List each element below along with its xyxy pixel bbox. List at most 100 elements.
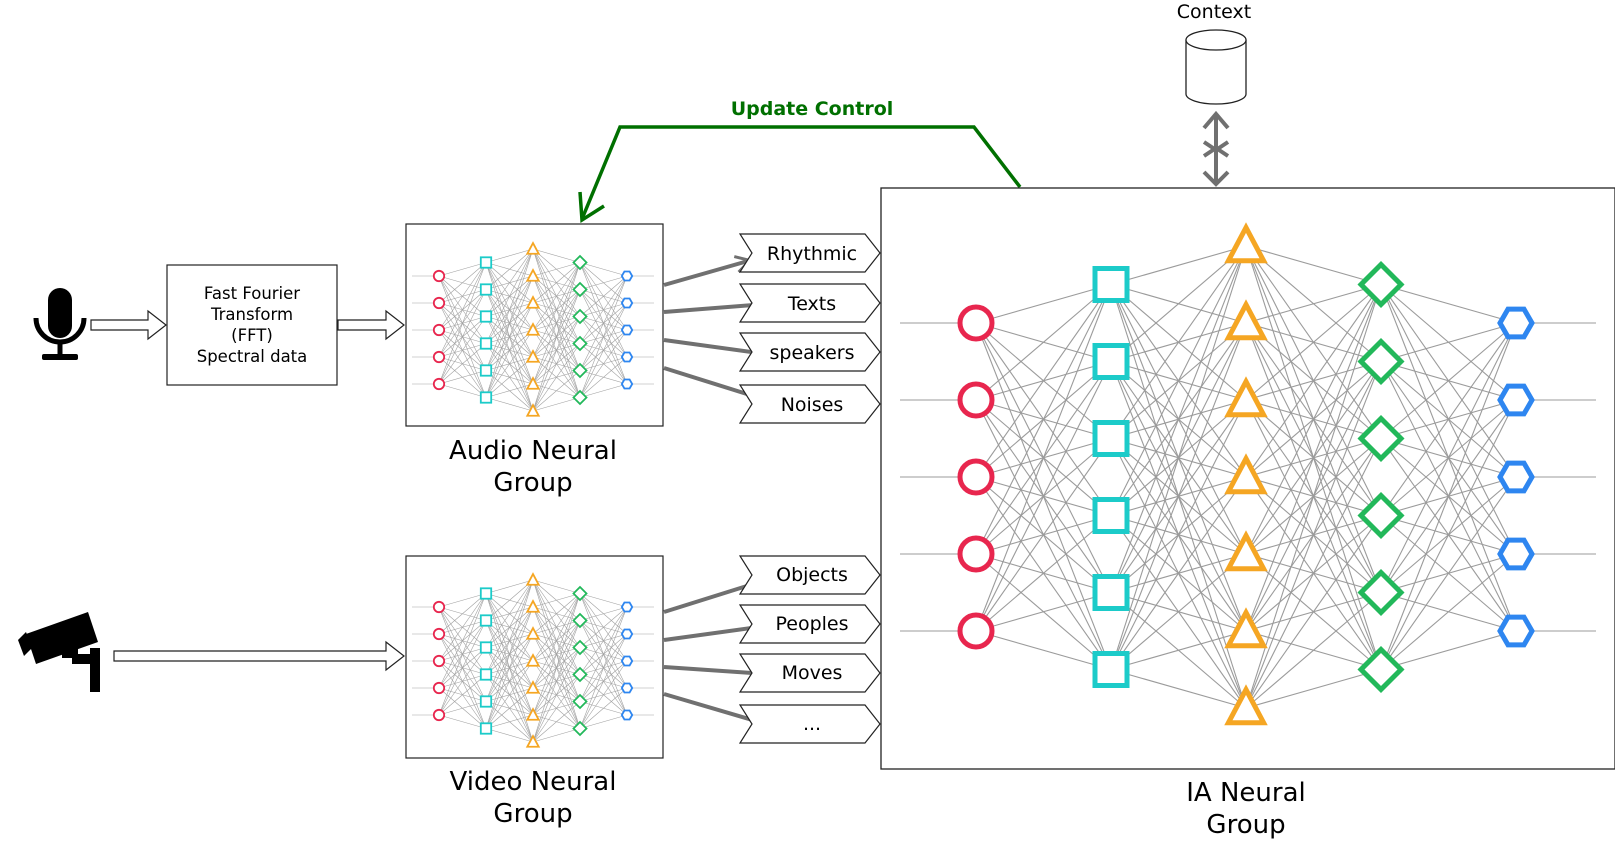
connection — [438, 262, 487, 358]
connection — [1110, 476, 1247, 670]
connection — [485, 248, 534, 290]
context-label: Context — [1177, 1, 1251, 23]
hexagon-node — [1497, 383, 1535, 417]
connection — [1110, 245, 1247, 286]
hexagon-node — [620, 378, 634, 390]
output-tag-label: Texts — [787, 293, 836, 315]
connection — [1110, 245, 1247, 670]
connection — [485, 329, 534, 398]
fft-line-3: (FFT) — [231, 326, 273, 345]
square-node — [479, 364, 493, 377]
connection — [532, 262, 581, 358]
audio-group-title-1: Audio Neural — [449, 436, 617, 466]
fft-box: Fast Fourier Transform (FFT) Spectral da… — [166, 264, 338, 386]
diamond-node — [1357, 645, 1405, 694]
fft-line-2: Transform — [210, 305, 293, 324]
hexagon-node — [620, 324, 634, 336]
circle-node — [957, 612, 995, 650]
hexagon-node — [1497, 460, 1535, 494]
connection — [438, 674, 487, 716]
connection — [579, 606, 628, 621]
output-tag-rhythmic: Rhythmic — [738, 233, 881, 273]
connection — [438, 620, 487, 716]
network-connections — [412, 248, 654, 412]
network-connections — [900, 245, 1596, 709]
hexagon-node — [620, 628, 634, 640]
hexagon-node — [1497, 537, 1535, 571]
connection — [579, 275, 628, 371]
connection — [532, 593, 581, 662]
connection — [438, 289, 487, 385]
connection — [975, 284, 1112, 401]
connection — [579, 275, 628, 344]
output-tag-label: Noises — [781, 394, 844, 416]
triangle-node — [525, 572, 541, 586]
connection — [975, 438, 1112, 632]
ia-neural-network — [900, 222, 1596, 726]
connection — [438, 593, 487, 716]
triangle-node — [1224, 530, 1268, 572]
video-output-tags: Objects Peoples Moves ... — [738, 555, 881, 744]
diamond-node — [572, 693, 588, 710]
connection — [485, 579, 534, 648]
square-node — [1092, 343, 1130, 380]
audio-output-arrows — [663, 255, 772, 406]
connection — [485, 579, 534, 729]
circle-node — [957, 458, 995, 496]
output-tag-label: speakers — [769, 342, 854, 364]
connection — [975, 284, 1112, 555]
connection — [532, 674, 581, 743]
connection — [579, 606, 628, 729]
connection — [1245, 515, 1382, 709]
triangle-node — [525, 322, 541, 336]
connection — [532, 289, 581, 412]
connection — [579, 714, 628, 729]
connection — [532, 620, 581, 743]
connection — [532, 262, 581, 277]
square-node — [479, 587, 493, 600]
connection — [485, 383, 534, 398]
connection — [579, 606, 628, 675]
connection — [1245, 284, 1382, 401]
connection — [485, 248, 534, 371]
connection — [579, 275, 628, 317]
connection — [438, 593, 487, 635]
connection — [1245, 284, 1382, 555]
connection — [579, 606, 628, 702]
connection — [975, 284, 1112, 632]
connection — [1380, 322, 1517, 516]
diamond-node — [572, 389, 588, 406]
security-camera-icon — [18, 612, 100, 692]
connection — [1110, 399, 1247, 670]
update-control-arrow — [580, 125, 1022, 220]
diamond-node — [1357, 568, 1405, 617]
connection — [438, 262, 487, 385]
hexagon-node — [620, 351, 634, 363]
connection — [438, 343, 487, 385]
connection — [532, 370, 581, 412]
connection — [485, 275, 534, 398]
connection — [485, 579, 534, 702]
circle-node — [957, 535, 995, 573]
output-tag-peoples: Peoples — [738, 604, 881, 644]
connection — [532, 593, 581, 743]
connection — [579, 593, 628, 608]
fft-line-1: Fast Fourier — [204, 284, 300, 303]
triangle-node — [1224, 222, 1268, 264]
diamond-node — [572, 308, 588, 325]
output-tag-label: Moves — [782, 662, 843, 684]
audio-output-tags: Rhythmic Texts speakers Noises — [738, 233, 881, 424]
connection — [1245, 361, 1382, 709]
output-tag-speakers: speakers — [738, 332, 881, 372]
connection — [1245, 284, 1382, 632]
square-node — [479, 668, 493, 681]
circle-node — [432, 269, 446, 283]
connection — [532, 593, 581, 689]
hexagon-node — [620, 270, 634, 282]
output-tag-noises: Noises — [738, 384, 881, 424]
hexagon-node — [620, 655, 634, 667]
connection — [1110, 245, 1247, 439]
connection — [1110, 322, 1247, 670]
connection — [1380, 322, 1517, 670]
